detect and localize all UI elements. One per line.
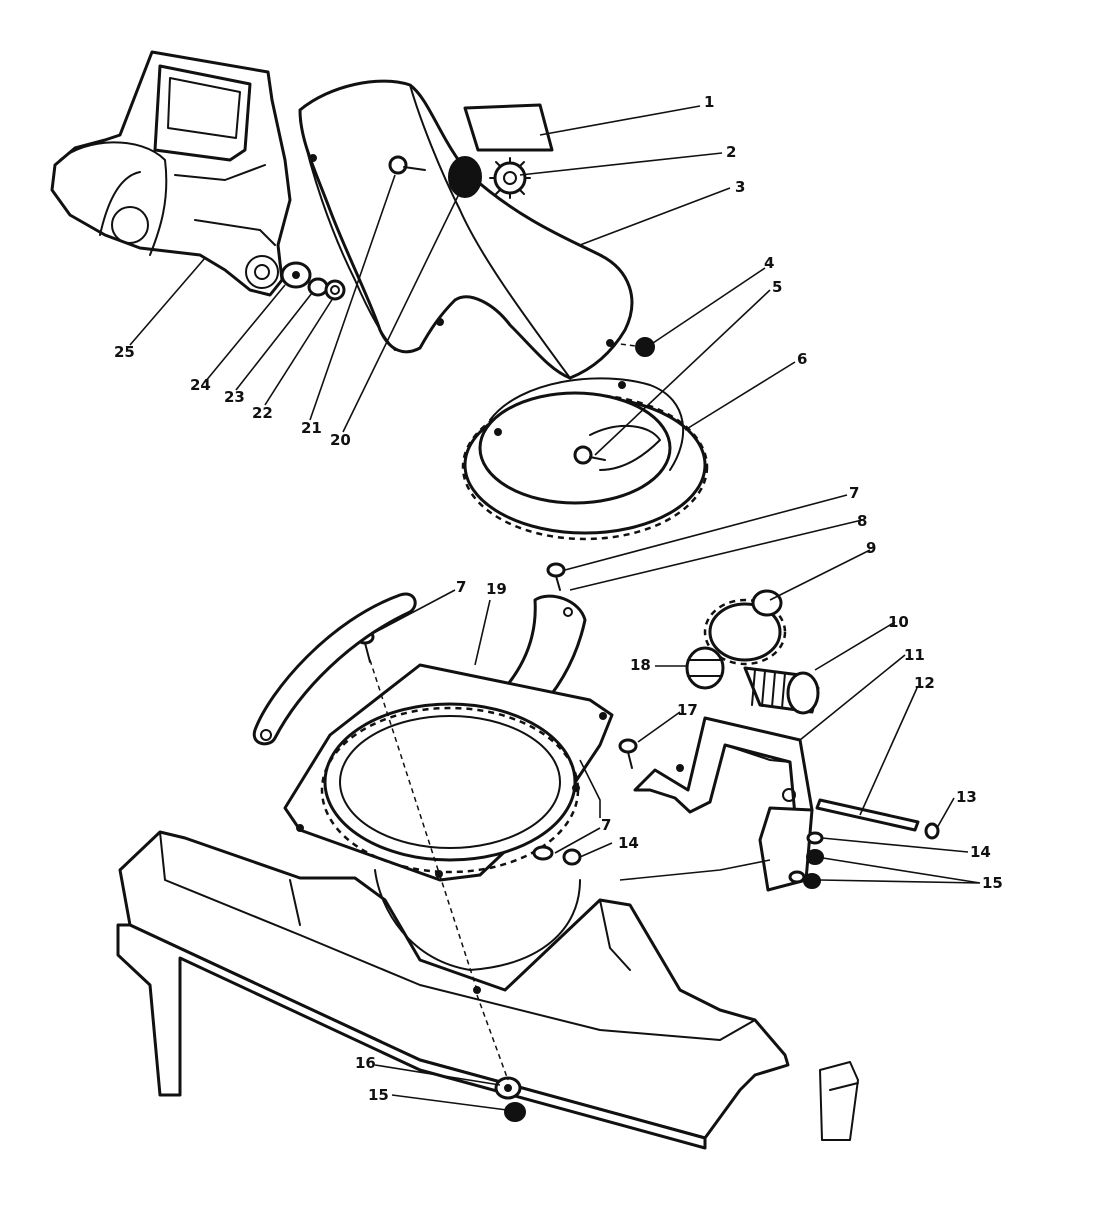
callout-12: 12 (914, 674, 935, 692)
nut-22-part (324, 279, 346, 301)
callout-9: 9 (866, 539, 876, 557)
callout-18: 18 (630, 656, 651, 674)
callout-6: 6 (797, 350, 807, 368)
callout-17: 17 (677, 701, 698, 719)
callout-4: 4 (764, 254, 774, 272)
callout-20: 20 (330, 431, 351, 449)
nut-15-part (788, 849, 824, 889)
callout-14: 14 (618, 834, 639, 852)
callout-7: 7 (849, 484, 859, 502)
callout-15: 15 (368, 1086, 389, 1104)
callout-16: 16 (355, 1054, 376, 1072)
callout-8: 8 (857, 512, 867, 530)
callout-21: 21 (301, 419, 322, 437)
mounting-bracket-part (633, 716, 814, 892)
callout-2: 2 (726, 143, 736, 161)
callout-5: 5 (772, 278, 782, 296)
shaft-12-part (815, 798, 920, 832)
nut-15-bottom-part (504, 1102, 526, 1122)
bolt-21-part (388, 155, 426, 175)
washer-24-part (280, 261, 312, 289)
callout-19: 19 (486, 580, 507, 598)
knob-handle-part (448, 156, 482, 198)
nut-4-part (611, 337, 655, 357)
callout-15: 15 (982, 874, 1003, 892)
alignment-line (369, 659, 509, 1081)
callout-25: 25 (114, 343, 135, 361)
callout-23: 23 (224, 388, 245, 406)
callout-labels: 1 2 3 4 5 6 7 8 9 7 19 10 18 11 12 17 13… (114, 93, 1003, 1104)
leader-lines (129, 105, 981, 1111)
cap-13-part (924, 822, 940, 840)
bevel-gear-9-part (703, 589, 787, 666)
washer-23-part (307, 277, 329, 297)
callout-11: 11 (904, 646, 925, 664)
bolt-17-part (618, 738, 638, 769)
chute-ring-gear-part (461, 377, 709, 541)
callout-7: 7 (601, 816, 611, 834)
decal-part (463, 103, 554, 152)
bolt-7-upper-part (546, 562, 566, 591)
callout-1: 1 (704, 93, 714, 111)
curved-strap-part (252, 592, 417, 746)
callout-10: 10 (888, 613, 909, 631)
callout-24: 24 (190, 376, 211, 394)
callout-7: 7 (456, 578, 466, 596)
bolt-5-part (573, 445, 606, 465)
pinion-18-part (685, 646, 725, 690)
worm-gear-10-part (743, 666, 820, 715)
callout-22: 22 (252, 404, 273, 422)
hardware-7-14-part (532, 845, 582, 866)
callout-13: 13 (956, 788, 977, 806)
washer-14-part (806, 831, 824, 845)
star-knob-part (489, 157, 531, 199)
callout-14: 14 (970, 843, 991, 861)
callout-3: 3 (735, 178, 745, 196)
chute-mount-plate-part (283, 663, 614, 882)
discharge-chute-part (298, 79, 634, 380)
chute-deflector-part (50, 50, 292, 297)
auger-housing-part (116, 830, 859, 1150)
washer-16-part (494, 1076, 522, 1100)
